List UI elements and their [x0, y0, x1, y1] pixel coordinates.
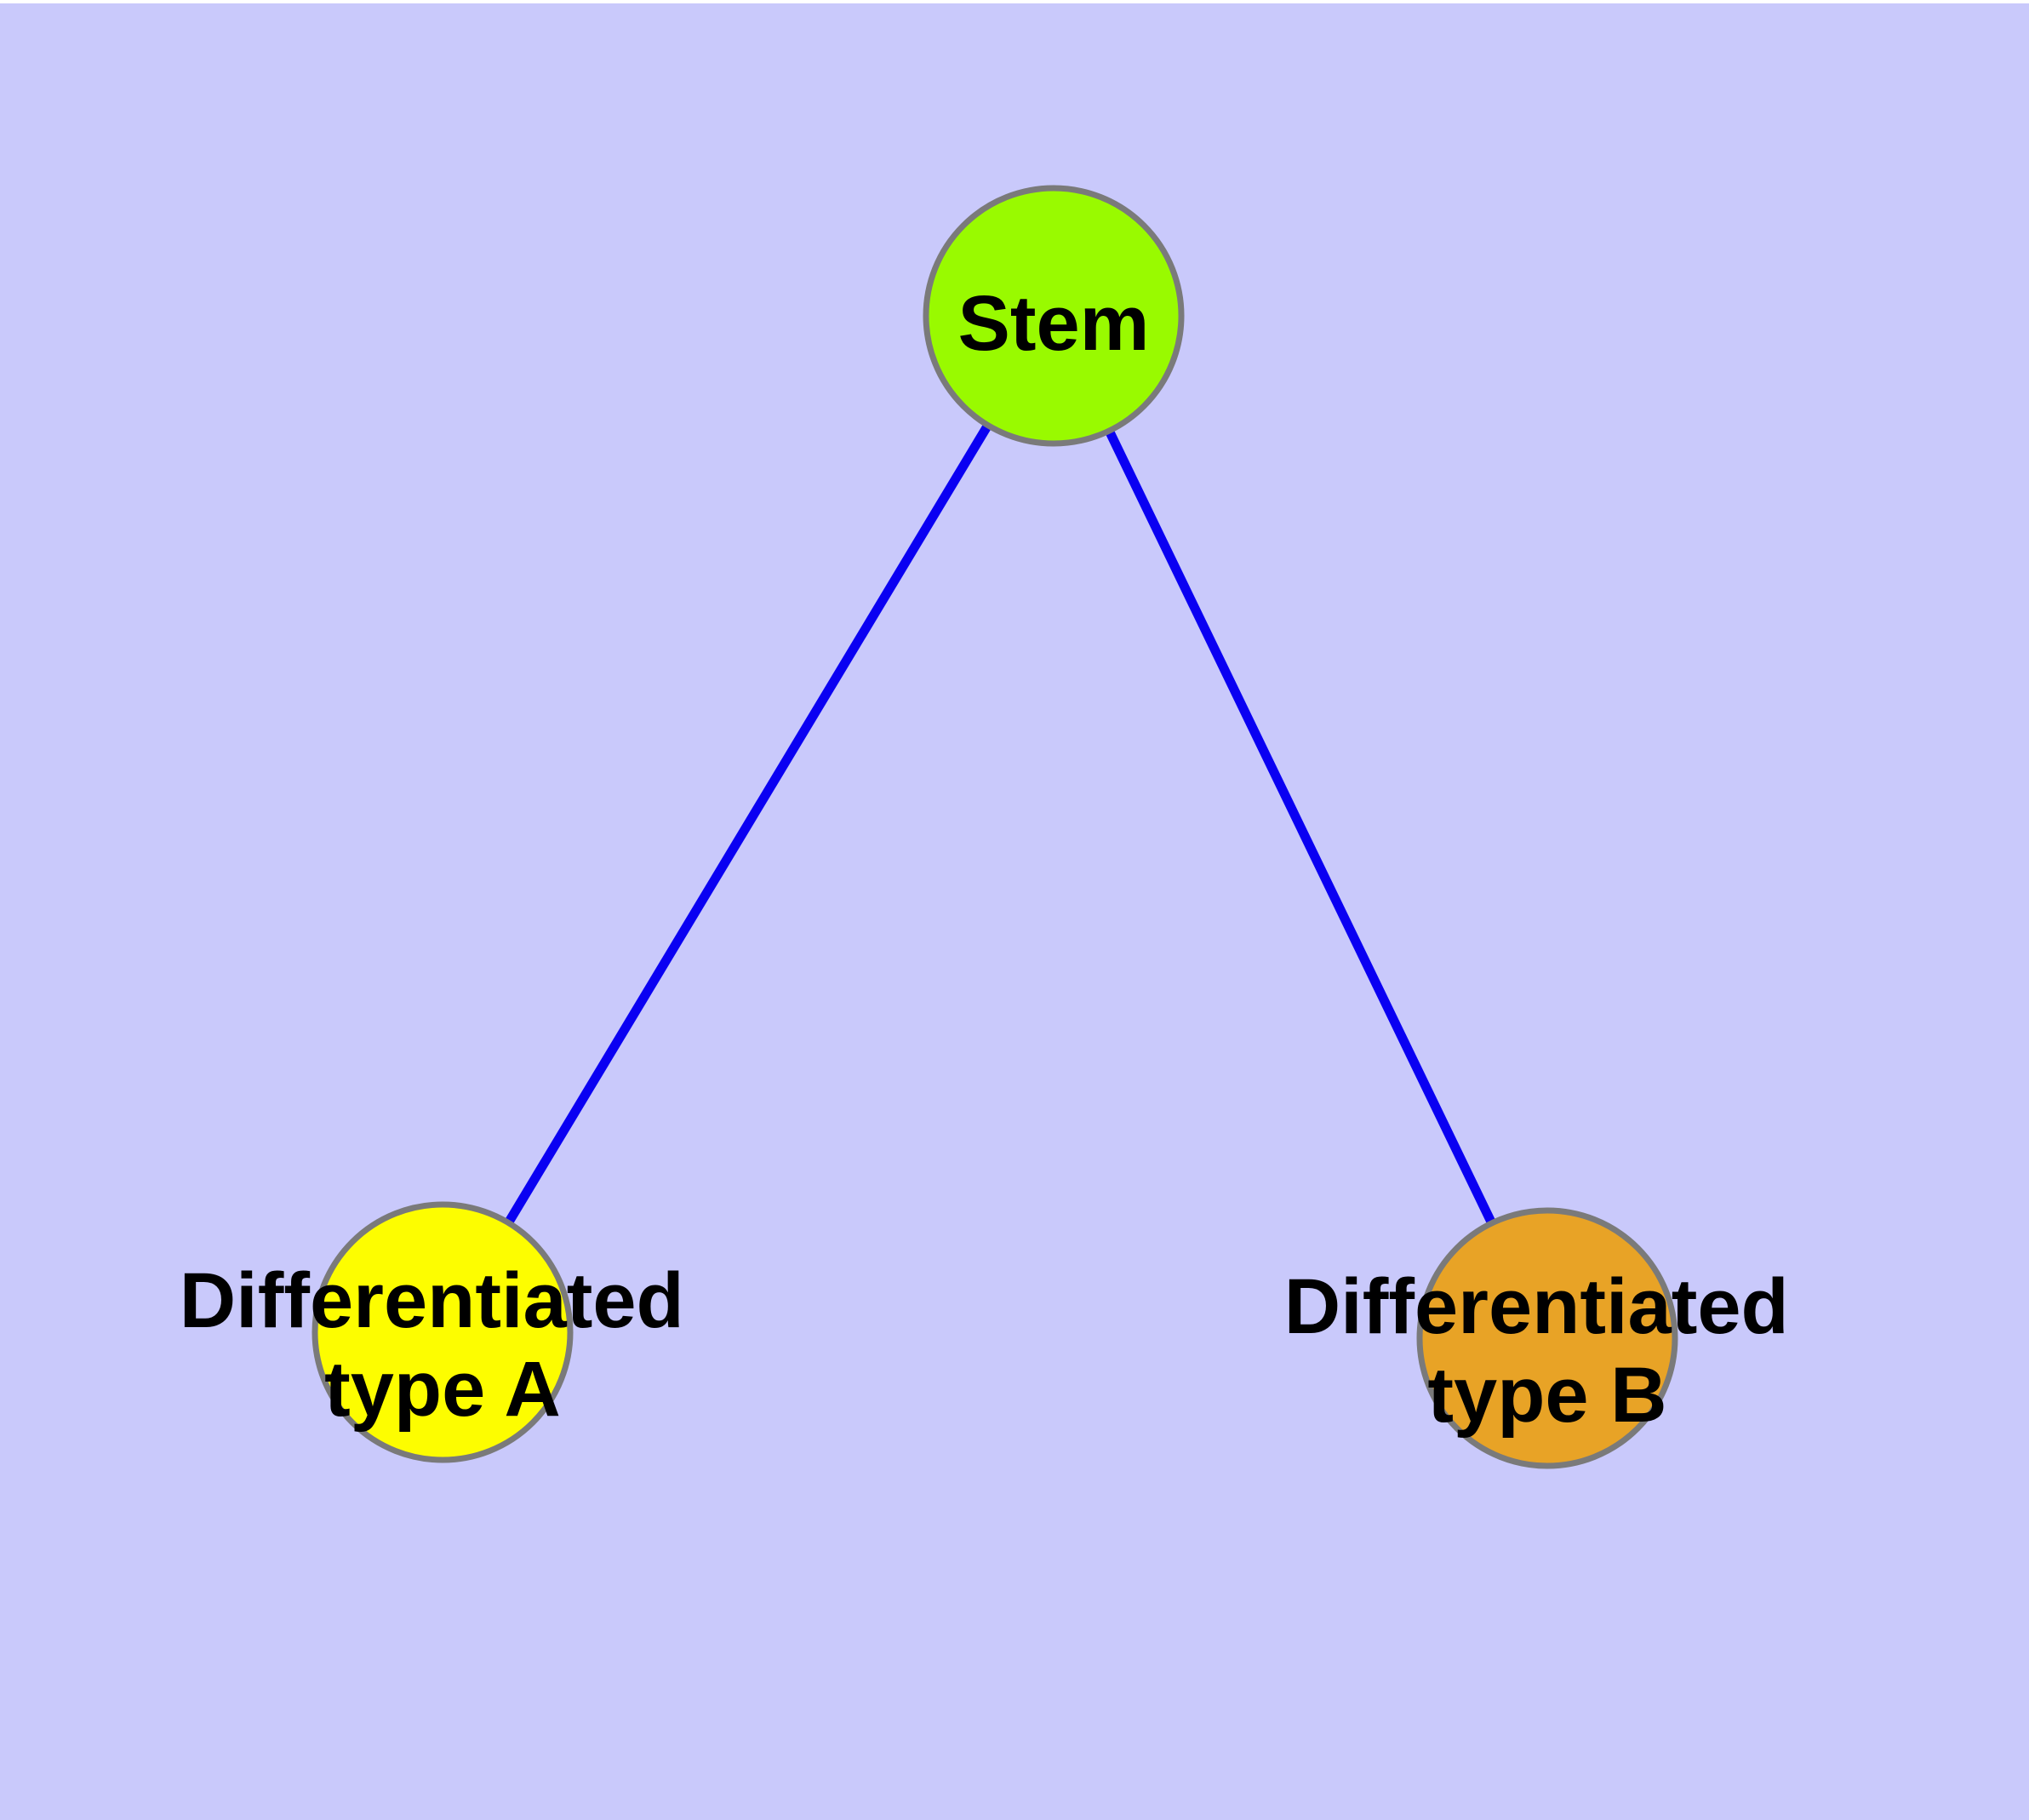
type-a-label-line-1: Differentiated [180, 1257, 684, 1344]
type-b-label-line-1: Differentiated [1284, 1263, 1789, 1350]
edge-stem-to-type-a [438, 313, 1058, 1335]
edge-stem-to-type-b [1049, 313, 1552, 1341]
node-differentiated-type-b-label: Differentiated type B [1284, 1263, 1811, 1439]
node-differentiated-type-a-label: Differentiated type A [180, 1257, 706, 1433]
type-b-label-line-2: type B [1427, 1352, 1666, 1439]
node-differentiated-type-b [1416, 1207, 1678, 1469]
node-stem [923, 185, 1185, 447]
type-a-label-line-2: type A [324, 1346, 561, 1433]
node-differentiated-type-a [311, 1201, 574, 1463]
node-stem-label: Stem [958, 280, 1150, 367]
